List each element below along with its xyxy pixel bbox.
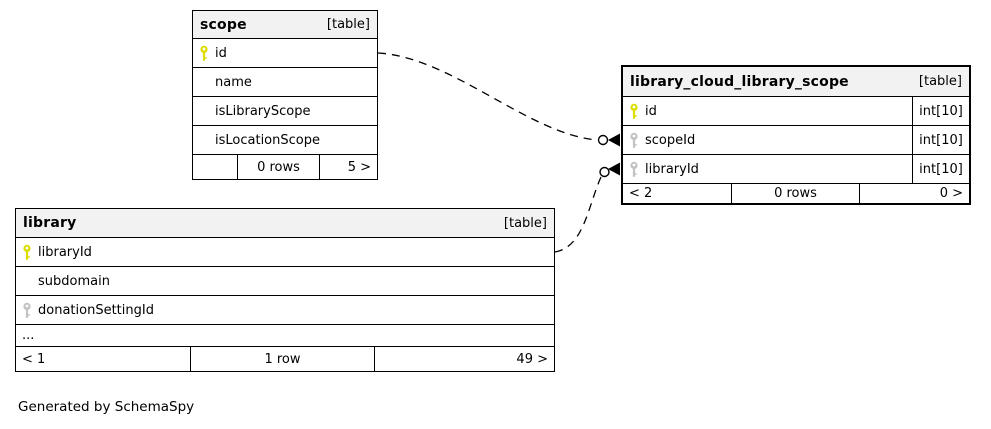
ellipsis-label: ... (22, 328, 35, 343)
column-name: isLibraryScope (215, 103, 311, 119)
footer-row-count: 0 rows (731, 184, 859, 203)
column-row-name: name (193, 68, 377, 97)
column-row-scopeid: scopeId int[10] (623, 126, 969, 155)
table-type-label: [table] (326, 17, 370, 32)
table-name: library (23, 215, 77, 231)
column-row-id: id (193, 39, 377, 68)
table-footer-scope: 0 rows 5 > (193, 155, 377, 179)
footer-children-count: 49 > (374, 347, 554, 371)
column-row-islibraryscope: isLibraryScope (193, 97, 377, 126)
footer-children-count: 5 > (319, 155, 377, 179)
column-row-libraryid: libraryId (16, 238, 554, 267)
footer-row-count: 1 row (190, 347, 374, 371)
footer-parents-count: < 1 (22, 351, 46, 367)
table-name: scope (200, 16, 247, 33)
cardinality-circle-icon (599, 166, 610, 178)
footer-parents-count: < 2 (629, 186, 653, 201)
foreign-key-icon (623, 161, 645, 178)
column-name: scopeId (645, 132, 696, 148)
table-header-scope[interactable]: scope [table] (193, 11, 377, 39)
column-name: name (215, 74, 252, 90)
column-row-islocationscope: isLocationScope (193, 126, 377, 155)
table-type-label: [table] (503, 215, 547, 231)
footer-children-count: 0 > (859, 184, 969, 203)
primary-key-icon (16, 244, 38, 261)
table-header-library[interactable]: library [table] (16, 209, 554, 238)
table-node-library[interactable]: library [table] libraryId subdomain (15, 208, 555, 372)
column-row-id: id int[10] (623, 97, 969, 126)
column-name: id (215, 45, 227, 61)
column-name: libraryId (38, 244, 92, 260)
crow-foot-arrow-icon (608, 162, 620, 176)
column-row-donationsettingid: donationSettingId (16, 296, 554, 325)
columns-ellipsis-row: ... (16, 325, 554, 347)
foreign-key-icon (16, 302, 38, 319)
column-name: donationSettingId (38, 302, 154, 318)
column-name: isLocationScope (215, 132, 320, 148)
generator-note: Generated by SchemaSpy (18, 399, 195, 415)
crow-foot-arrow-icon (608, 133, 620, 147)
table-node-scope[interactable]: scope [table] id name isLibraryScope (192, 10, 378, 180)
relationship-line-library-to-libraryid (554, 176, 602, 253)
table-node-library-cloud-library-scope[interactable]: library_cloud_library_scope [table] id i… (621, 65, 971, 205)
column-type: int[10] (912, 155, 969, 183)
table-footer-library: < 1 1 row 49 > (16, 347, 554, 371)
column-type: int[10] (912, 97, 969, 125)
column-row-libraryid: libraryId int[10] (623, 155, 969, 184)
table-name: library_cloud_library_scope (630, 73, 849, 90)
relationship-line-scope-to-scopeid (377, 52, 598, 141)
column-name: id (645, 103, 657, 119)
footer-parents-count (193, 155, 237, 179)
table-footer-library-cloud-library-scope: < 2 0 rows 0 > (623, 184, 969, 203)
column-name: libraryId (645, 161, 699, 177)
primary-key-icon (193, 45, 215, 62)
column-row-subdomain: subdomain (16, 267, 554, 296)
footer-row-count: 0 rows (237, 155, 319, 179)
table-type-label: [table] (918, 74, 962, 89)
column-name: subdomain (38, 273, 110, 289)
column-type: int[10] (912, 126, 969, 154)
cardinality-circle-icon (597, 134, 609, 146)
table-header-library-cloud-library-scope[interactable]: library_cloud_library_scope [table] (623, 67, 969, 97)
foreign-key-icon (623, 132, 645, 149)
primary-key-icon (623, 103, 645, 120)
